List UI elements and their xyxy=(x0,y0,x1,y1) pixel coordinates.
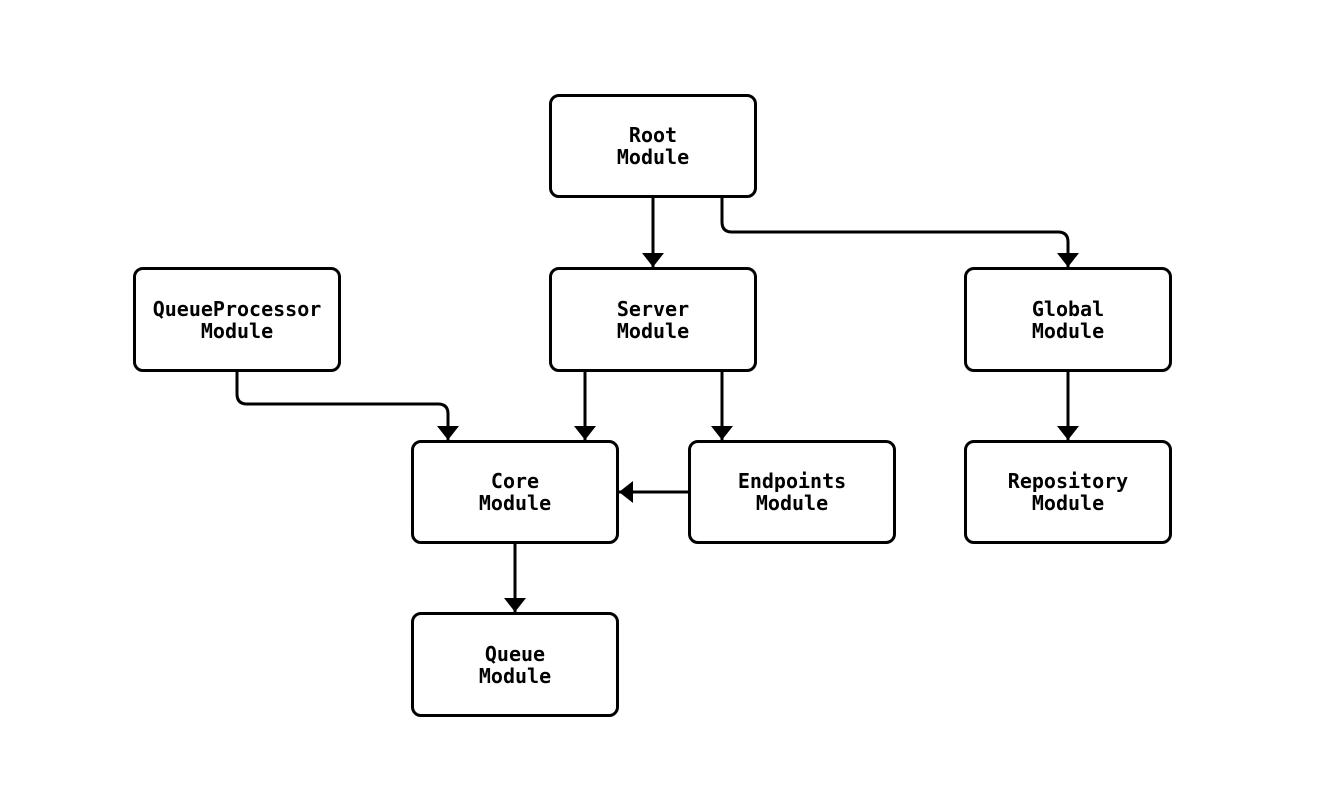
node-repository-label-line1: Repository xyxy=(1007,469,1129,493)
node-queueprocessor-label-line2: Module xyxy=(200,318,274,343)
node-root-label-line2: Module xyxy=(616,145,690,169)
node-global-label-line1: Global xyxy=(1031,296,1105,321)
node-queue-label-line2: Module xyxy=(478,663,552,688)
node-server-label-line1: Server xyxy=(616,296,690,321)
node-endpoints-module: Endpoints Module xyxy=(688,440,896,544)
node-repository-module: Repository Module xyxy=(964,440,1172,544)
node-core-label-line1: Core xyxy=(490,469,540,493)
node-global-label-line2: Module xyxy=(1031,318,1105,343)
edge-root-to-global xyxy=(720,197,1079,267)
node-queue-module: Queue Module xyxy=(411,612,619,717)
node-queue-label-line1: Queue xyxy=(484,641,546,666)
node-queueprocessor-label-line1: QueueProcessor xyxy=(152,296,322,321)
node-repository-label-line2: Module xyxy=(1031,491,1105,515)
node-global-module: Global Module xyxy=(964,267,1172,372)
node-endpoints-label-line1: Endpoints xyxy=(737,469,847,493)
node-queueprocessor-module: QueueProcessor Module xyxy=(133,267,341,372)
node-core-module: Core Module xyxy=(411,440,619,544)
node-server-label-line2: Module xyxy=(616,318,690,343)
node-endpoints-label-line2: Module xyxy=(755,491,829,515)
edge-queueprocessor-to-core xyxy=(235,372,459,440)
node-server-module: Server Module xyxy=(549,267,757,372)
node-root-label-line1: Root xyxy=(628,123,678,147)
node-root-module: Root Module xyxy=(549,94,757,198)
node-core-label-line2: Module xyxy=(478,491,552,515)
